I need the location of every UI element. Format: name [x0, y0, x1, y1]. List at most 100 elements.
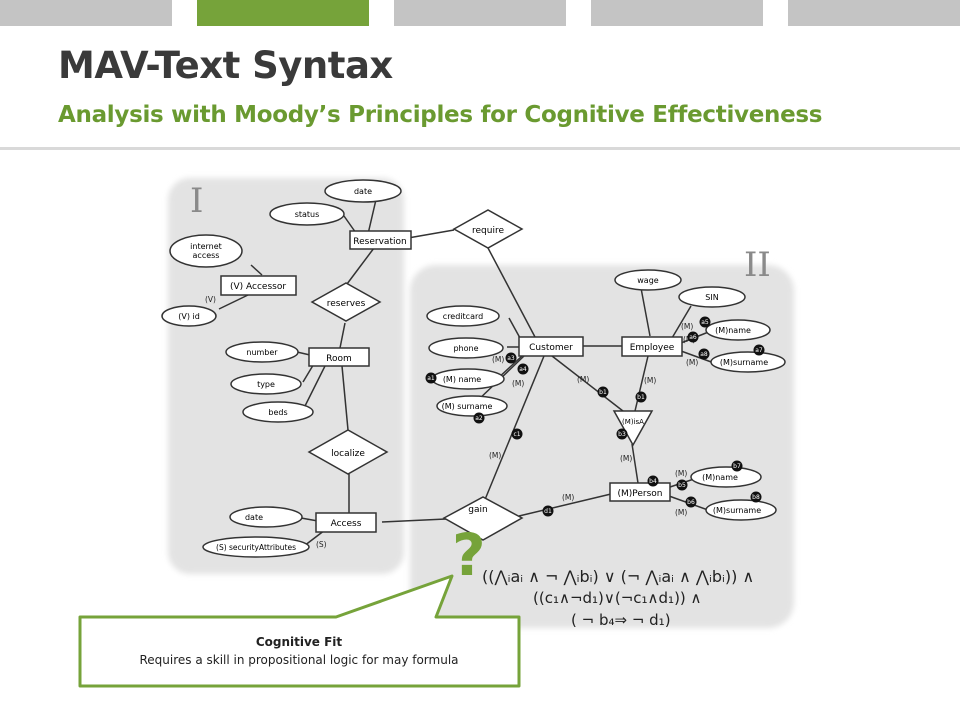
svg-text:creditcard: creditcard [443, 312, 483, 321]
entity-reservation: Reservation [349, 230, 412, 250]
attr-wage: wage [614, 269, 682, 291]
page-subtitle: Analysis with Moody’s Principles for Cog… [58, 102, 823, 128]
attr-customer-surname: (M) surname [436, 395, 508, 417]
svg-text:localize: localize [331, 449, 365, 459]
marker-b5: b5 [676, 479, 688, 491]
formula-line-1: ((⋀ᵢaᵢ ∧ ¬ ⋀ᵢbᵢ) ∨ (¬ ⋀ᵢaᵢ ∧ ⋀ᵢbᵢ)) ∧ [482, 567, 754, 586]
edge-label: (M) [620, 454, 632, 463]
relationship-gain: gain [442, 496, 524, 541]
attr-person-surname: (M)surname [705, 499, 777, 521]
svg-text:(S) securityAttributes: (S) securityAttributes [216, 543, 296, 552]
svg-text:Room: Room [326, 354, 352, 364]
svg-text:date: date [354, 187, 372, 196]
svg-text:a5: a5 [701, 319, 709, 326]
marker-b8: b8 [750, 491, 762, 503]
attr-security-attributes: (S) securityAttributes [202, 536, 310, 558]
svg-text:(M)surname: (M)surname [720, 358, 768, 367]
svg-text:a8: a8 [700, 351, 708, 358]
svg-text:d1: d1 [544, 508, 552, 515]
attr-creditcard: creditcard [426, 305, 500, 327]
question-mark: ? [452, 521, 486, 589]
edge-label: (M) [577, 375, 589, 384]
svg-text:Customer: Customer [529, 343, 573, 353]
svg-text:b8: b8 [752, 494, 760, 501]
marker-d1: d1 [542, 505, 554, 517]
edge-label: (M) [644, 376, 656, 385]
svg-text:c1: c1 [513, 431, 520, 438]
attr-phone: phone [428, 337, 504, 359]
svg-text:reserves: reserves [327, 299, 366, 309]
svg-text:status: status [295, 210, 320, 219]
edge-label: (M) [675, 508, 687, 517]
relationship-require: require [452, 209, 524, 249]
formula-line-2: ((c₁∧¬d₁)∨(¬c₁∧d₁)) ∧ [533, 589, 702, 607]
attr-room-number: number [225, 341, 299, 363]
svg-text:Employee: Employee [630, 343, 675, 353]
svg-text:a3: a3 [507, 355, 515, 362]
svg-text:(M)isA: (M)isA [622, 418, 644, 426]
marker-a1: a1 [425, 372, 437, 384]
isa-triangle: (M)isA [612, 410, 654, 447]
attr-sin: SIN [678, 286, 746, 308]
edge-labels: (V) (S) (M) (M) (M) (M) (M) (M) (M) (M) … [205, 295, 698, 549]
callout-text: Requires a skill in propositional logic … [139, 653, 459, 667]
svg-text:a2: a2 [475, 415, 483, 422]
attr-room-type: type [230, 373, 302, 395]
attr-access-date: date [229, 506, 303, 528]
edge-label: (M) [492, 355, 504, 364]
edge-label: (M) [562, 493, 574, 502]
svg-text:a4: a4 [519, 366, 527, 373]
top-bar-4 [591, 0, 763, 26]
entity-accessor: (V) Accessor [220, 275, 297, 296]
svg-text:(M) surname: (M) surname [442, 402, 493, 411]
svg-text:(M)name: (M)name [702, 473, 738, 482]
marker-b6: b6 [685, 496, 697, 508]
entity-access: Access [315, 512, 377, 533]
marker-b1-b: b1 [597, 386, 609, 398]
region-label-1: I [190, 181, 203, 221]
marker-b3: b3 [616, 428, 628, 440]
attr-reservation-date: date [324, 179, 402, 203]
attr-person-name: (M)name [690, 466, 762, 488]
entity-employee: Employee [621, 336, 683, 357]
marker-a8: a8 [698, 348, 710, 360]
svg-text:a1: a1 [427, 375, 435, 382]
callout-heading: Cognitive Fit [255, 635, 343, 649]
svg-text:b1: b1 [599, 389, 607, 396]
title-divider [0, 147, 960, 150]
attr-employee-name: (M)name [705, 319, 771, 341]
svg-text:b3: b3 [618, 431, 626, 438]
marker-b4: b4 [647, 475, 659, 487]
attr-employee-surname: (M)surname [710, 351, 786, 373]
marker-circles: a1 a2 a3 a4 a5 a6 a7 a8 b1 b3 b4 b5 b6 b… [425, 316, 765, 517]
svg-text:Reservation: Reservation [353, 237, 406, 247]
attr-room-beds: beds [242, 401, 314, 423]
relationship-reserves: reserves [310, 282, 382, 322]
edge-label: (M) [512, 379, 524, 388]
entity-customer: Customer [518, 336, 584, 357]
svg-text:SIN: SIN [705, 293, 718, 302]
top-bar-5 [788, 0, 960, 26]
svg-text:b7: b7 [733, 463, 741, 470]
page-title: MAV-Text Syntax [58, 44, 393, 87]
connectors [218, 190, 715, 547]
attr-accessor-id: (V) id [161, 305, 217, 327]
svg-text:b4: b4 [649, 478, 657, 485]
formula-line-3: ( ¬ b₄⇒ ¬ d₁) [571, 611, 671, 629]
callout-shape [78, 574, 521, 688]
svg-text:b6: b6 [687, 499, 695, 506]
svg-text:(M) name: (M) name [443, 375, 481, 384]
entity-person: (M)Person [609, 482, 671, 502]
svg-text:b1: b1 [637, 394, 645, 401]
svg-text:(M)surname: (M)surname [713, 506, 761, 515]
svg-text:Access: Access [331, 519, 362, 529]
edge-label: (M) [686, 358, 698, 367]
edge-label: (M) [675, 469, 687, 478]
attr-customer-name: (M) name [431, 368, 505, 390]
attr-status: status [269, 202, 345, 226]
svg-text:a7: a7 [755, 347, 763, 354]
entity-room: Room [308, 347, 370, 367]
edge-label: (M) [489, 451, 501, 460]
